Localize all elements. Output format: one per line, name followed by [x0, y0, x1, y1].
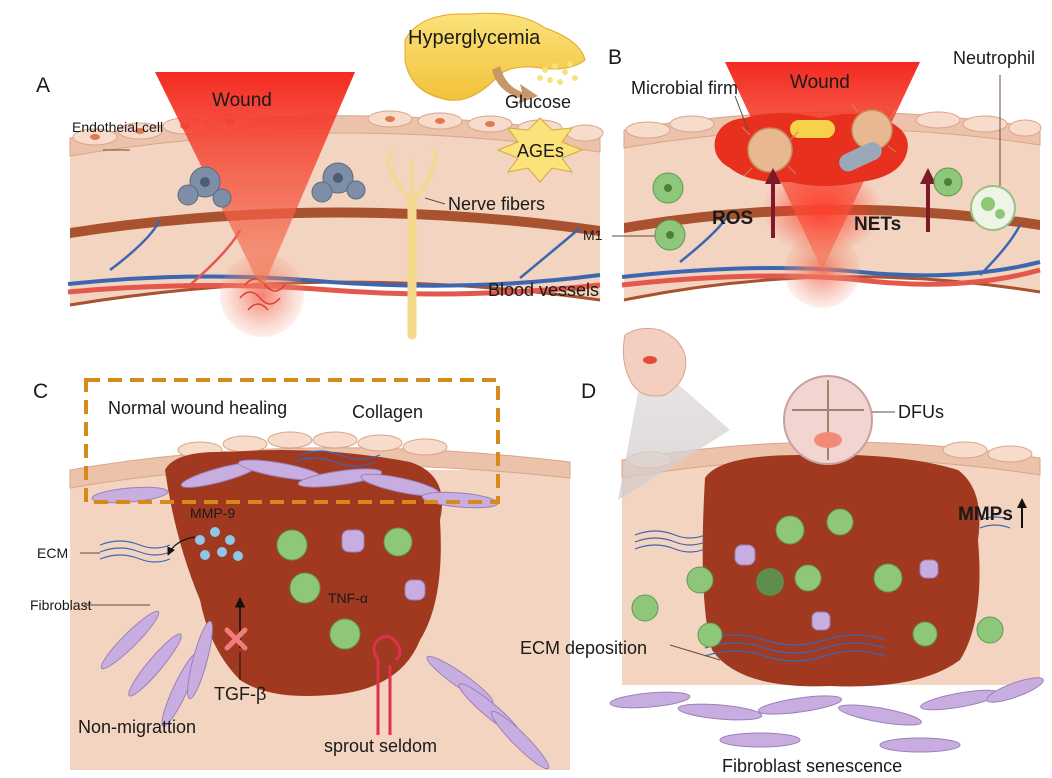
blood-vessels-label: Blood vessels	[488, 280, 599, 300]
panel-a-nerve-fibers	[386, 148, 438, 340]
dfus-label: DFUs	[898, 402, 944, 422]
mmp9-label: MMP-9	[190, 505, 235, 521]
hyperglycemia-label: Hyperglycemia	[408, 27, 541, 49]
fibroblast-senescence-label: Fibroblast senescence	[722, 756, 902, 776]
bacteria-icons	[741, 103, 897, 177]
tgf-label: TGF-β	[214, 684, 266, 704]
panel-a-wound	[155, 72, 355, 290]
hyperglycemia-center: Hyperglycemia Glucose AGEs	[404, 12, 586, 183]
panel-d: D DFUs MMPs ECM deposition Fibroblast se…	[520, 327, 1044, 776]
mmps-label: MMPs	[958, 504, 1013, 525]
panel-c: C Normal wound healing Collagen MMP-9 EC…	[30, 378, 571, 770]
ages-label: AGEs	[517, 141, 564, 161]
panel-b-letter: B	[608, 46, 622, 69]
panel-a-vein	[67, 273, 601, 288]
mmp9-dots	[195, 527, 243, 561]
fibroblast-label: Fibroblast	[30, 597, 92, 613]
endothelial-cell-label: Endotheial cell	[72, 119, 163, 135]
glucose-label: Glucose	[505, 92, 571, 112]
panel-a-artery	[67, 282, 601, 297]
panel-c-macrophages	[276, 527, 413, 650]
ecm-label-c: ECM	[37, 545, 68, 561]
normal-wound-healing-label: Normal wound healing	[108, 398, 287, 418]
nets-label: NETs	[854, 214, 901, 235]
panel-a-wound-glow	[220, 253, 304, 337]
sprout-vessel-icon	[372, 635, 402, 735]
neutrophil-label: Neutrophil	[953, 48, 1035, 68]
normal-healing-box	[84, 378, 500, 504]
ros-label: ROS	[712, 208, 753, 229]
panel-a: Wound A Endotheial cell Nerve fibers Blo…	[36, 72, 604, 340]
panel-a-dermis-band	[70, 207, 600, 238]
ages-starburst	[496, 117, 584, 183]
sprout-seldom-label: sprout seldom	[324, 736, 437, 756]
nerve-fibers-label: Nerve fibers	[448, 194, 545, 214]
collagen-label: Collagen	[352, 402, 423, 422]
panel-a-letter: A	[36, 74, 50, 97]
ecm-deposition-label: ECM deposition	[520, 638, 647, 658]
pancreas-icon	[404, 12, 586, 101]
panel-a-grey-cells	[177, 162, 366, 208]
tnf-label: TNF-α	[328, 590, 368, 606]
panel-a-wound-label: Wound	[212, 90, 272, 111]
panel-c-letter: C	[33, 380, 48, 403]
curved-arrow-icon	[492, 66, 538, 104]
m1-label: M1	[583, 227, 603, 243]
panel-c-fibroblasts-lower	[100, 610, 550, 770]
panel-d-ulcer	[702, 454, 980, 687]
panel-d-macrophages	[631, 508, 1004, 648]
blocked-x-icon	[224, 627, 248, 651]
microbial-firm-label: Microbial firm	[631, 78, 738, 98]
glucose-dots	[537, 61, 578, 85]
non-migration-label: Non-migrattion	[78, 717, 196, 737]
panel-b: B Wound Microbial firm Neutrophil ROS NE…	[583, 46, 1042, 308]
panel-d-letter: D	[581, 380, 596, 403]
panel-d-fibroblasts	[609, 677, 1044, 753]
panel-b-wound-label: Wound	[790, 72, 850, 93]
